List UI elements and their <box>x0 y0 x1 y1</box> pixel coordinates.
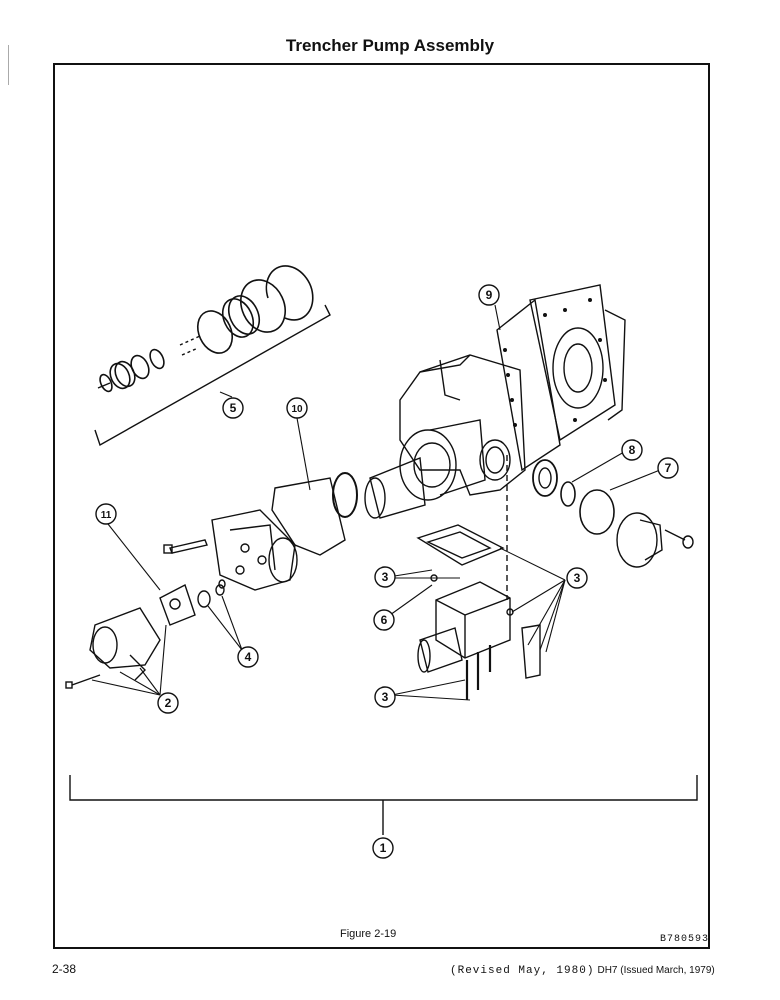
assembly-bracket <box>69 775 698 801</box>
callout-6: 6 <box>381 613 388 627</box>
figure-frame <box>53 63 710 949</box>
callout-2: 2 <box>165 696 172 710</box>
callout-3a: 3 <box>382 570 389 584</box>
margin-mark <box>8 45 9 85</box>
callout-3b: 3 <box>574 571 581 585</box>
callout-10: 10 <box>291 404 303 415</box>
revision-note: (Revised May, 1980) <box>450 965 595 977</box>
callout-7: 7 <box>665 461 672 475</box>
figure-caption: Figure 2-19 <box>340 928 397 940</box>
page-number: 2-38 <box>52 962 77 976</box>
callout-1: 1 <box>380 841 387 855</box>
callout-11: 11 <box>101 510 112 521</box>
callout-9: 9 <box>486 288 493 302</box>
callout-5: 5 <box>230 401 237 415</box>
callout-3c: 3 <box>382 690 389 704</box>
seal-kit-group <box>94 265 331 447</box>
pump-body <box>163 477 346 608</box>
page-footer: (Revised May, 1980) DH7 (Issued March, 1… <box>450 964 715 977</box>
cover-plate <box>579 489 694 568</box>
charge-pump <box>65 584 196 689</box>
callout-8: 8 <box>629 443 636 457</box>
callout-circles <box>95 284 679 859</box>
issue-note: DH7 (Issued March, 1979) <box>597 965 715 976</box>
gearbox-housing <box>332 354 576 519</box>
page-title: Trencher Pump Assembly <box>285 36 495 55</box>
drawing-code: B780593 <box>660 934 710 945</box>
adapter-plate <box>496 284 626 472</box>
callout-4: 4 <box>245 650 252 664</box>
